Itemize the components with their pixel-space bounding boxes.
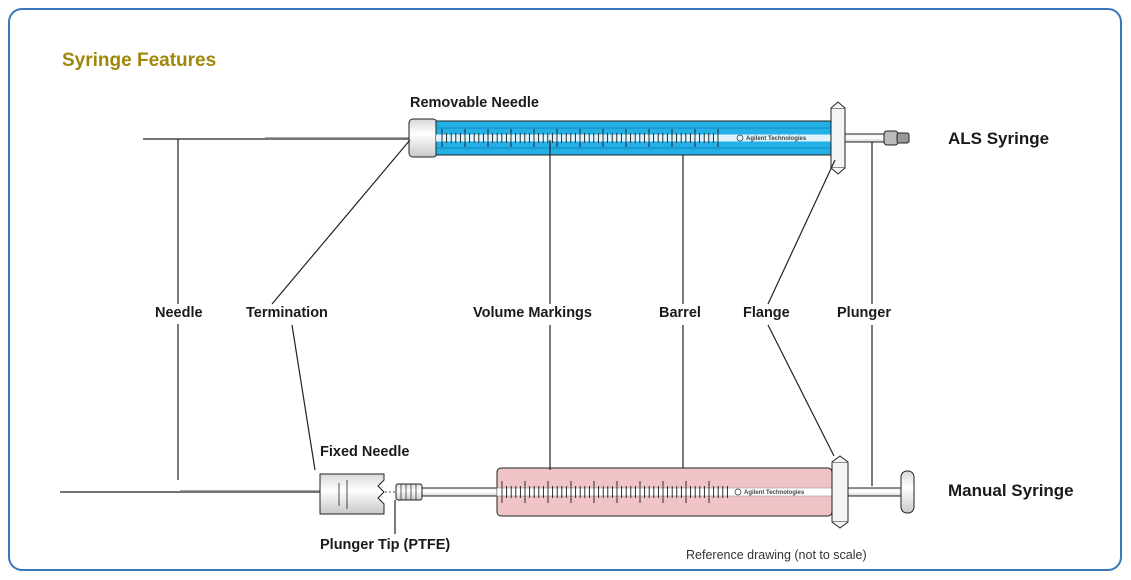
manual-volume-markings (501, 481, 728, 503)
manual-flange (831, 461, 849, 523)
als-plunger-button (883, 130, 899, 146)
label-flange: Flange (743, 305, 790, 321)
svg-text:Agilent Technologies: Agilent Technologies (746, 136, 807, 142)
fixed-needle-hub (319, 473, 385, 515)
label-barrel: Barrel (659, 305, 701, 321)
label-als-syringe: ALS Syringe (948, 129, 1050, 148)
manual-syringe: Agilent Technologies (60, 455, 915, 529)
label-needle: Needle (155, 305, 203, 321)
als-removable-needle-cap (408, 118, 438, 158)
label-plunger-tip: Plunger Tip (PTFE) (320, 537, 451, 553)
als-flange (830, 107, 846, 169)
label-termination: Termination (246, 305, 328, 321)
diagram-title: Syringe Features (62, 50, 217, 71)
label-removable-needle: Removable Needle (410, 95, 539, 111)
manual-plunger-thumb (900, 470, 915, 514)
label-fixed-needle: Fixed Needle (320, 444, 410, 460)
label-manual-syringe: Manual Syringe (948, 481, 1074, 500)
label-plunger: Plunger (837, 305, 891, 321)
als-brand-logo: Agilent Technologies (736, 134, 807, 142)
leader-lines (177, 139, 873, 534)
svg-text:Agilent Technologies: Agilent Technologies (744, 490, 805, 496)
label-volume-markings: Volume Markings (473, 305, 592, 321)
als-volume-markings (441, 129, 719, 147)
als-syringe: Agilent Technologies (143, 101, 910, 175)
plunger-tip-ptfe (395, 483, 423, 501)
manual-plunger-rod (847, 487, 904, 497)
footnote: Reference drawing (not to scale) (686, 548, 867, 562)
manual-brand-logo: Agilent Technologies (734, 488, 805, 496)
